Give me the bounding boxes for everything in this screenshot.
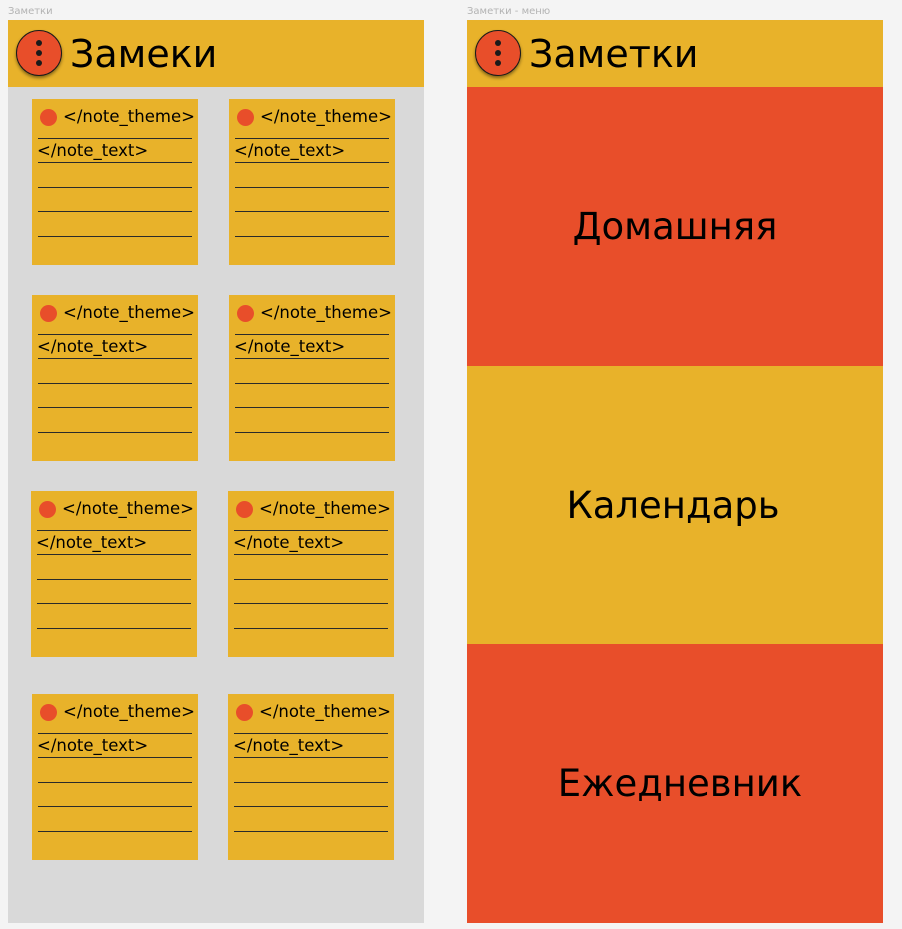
note-text: </note_text> — [37, 141, 149, 160]
note-line — [235, 358, 389, 359]
note-line — [234, 757, 388, 758]
menu-item-label: Домашняя — [572, 205, 778, 248]
note-theme: </note_theme> — [259, 499, 391, 518]
note-color-dot — [236, 501, 253, 518]
note-line — [234, 579, 388, 580]
note-color-dot — [236, 704, 253, 721]
note-theme: </note_theme> — [62, 499, 194, 518]
note-line — [38, 407, 192, 408]
notes-screen: Замеки </note_theme> </note_text> </note… — [8, 20, 424, 923]
note-color-dot — [40, 704, 57, 721]
note-line — [235, 187, 389, 188]
menu-screen: Заметки Домашняя Календарь Ежедневник — [467, 20, 883, 923]
note-text: </note_text> — [233, 736, 345, 755]
note-text: </note_text> — [234, 141, 346, 160]
menu-item-calendar[interactable]: Календарь — [467, 366, 883, 645]
note-card[interactable]: </note_theme> </note_text> — [229, 99, 395, 265]
note-line — [235, 211, 389, 212]
divider — [38, 733, 192, 734]
note-line — [38, 383, 192, 384]
note-line — [235, 162, 389, 163]
note-line — [235, 432, 389, 433]
menu-button[interactable] — [16, 30, 62, 76]
note-line — [38, 782, 192, 783]
note-theme: </note_theme> — [63, 303, 195, 322]
note-theme: </note_theme> — [260, 107, 392, 126]
note-card[interactable]: </note_theme> </note_text> — [228, 491, 394, 657]
note-line — [38, 162, 192, 163]
divider — [235, 138, 389, 139]
menu-button[interactable] — [475, 30, 521, 76]
app-title: Замеки — [70, 32, 218, 76]
more-vertical-icon — [495, 40, 501, 66]
divider — [234, 530, 388, 531]
note-card[interactable]: </note_theme> </note_text> — [32, 694, 198, 860]
note-line — [37, 579, 191, 580]
more-vertical-icon — [36, 40, 42, 66]
note-line — [37, 554, 191, 555]
note-line — [234, 554, 388, 555]
divider — [37, 530, 191, 531]
note-line — [38, 236, 192, 237]
note-line — [38, 757, 192, 758]
note-line — [234, 806, 388, 807]
note-line — [234, 831, 388, 832]
note-line — [38, 211, 192, 212]
note-line — [38, 831, 192, 832]
note-color-dot — [39, 501, 56, 518]
menu-item-home[interactable]: Домашняя — [467, 87, 883, 366]
note-color-dot — [237, 109, 254, 126]
divider — [38, 334, 192, 335]
note-card[interactable]: </note_theme> </note_text> — [32, 295, 198, 461]
app-bar: Заметки — [467, 20, 883, 87]
menu-item-label: Ежедневник — [557, 762, 803, 805]
note-color-dot — [40, 109, 57, 126]
note-line — [235, 407, 389, 408]
note-color-dot — [40, 305, 57, 322]
note-theme: </note_theme> — [63, 702, 195, 721]
note-card[interactable]: </note_theme> </note_text> — [228, 694, 394, 860]
app-bar: Замеки — [8, 20, 424, 87]
note-theme: </note_theme> — [260, 303, 392, 322]
app-title: Заметки — [529, 32, 699, 76]
note-text: </note_text> — [37, 337, 149, 356]
menu-item-label: Календарь — [566, 484, 780, 527]
note-line — [234, 603, 388, 604]
note-line — [234, 628, 388, 629]
frame-label-notes: Заметки — [8, 6, 53, 17]
note-line — [235, 383, 389, 384]
note-theme: </note_theme> — [259, 702, 391, 721]
note-line — [38, 432, 192, 433]
menu-item-diary[interactable]: Ежедневник — [467, 644, 883, 923]
note-text: </note_text> — [36, 533, 148, 552]
divider — [38, 138, 192, 139]
note-line — [37, 628, 191, 629]
note-line — [37, 603, 191, 604]
note-text: </note_text> — [37, 736, 149, 755]
note-line — [38, 187, 192, 188]
note-card[interactable]: </note_theme> </note_text> — [229, 295, 395, 461]
note-line — [38, 806, 192, 807]
note-line — [234, 782, 388, 783]
note-text: </note_text> — [234, 337, 346, 356]
note-text: </note_text> — [233, 533, 345, 552]
note-line — [38, 358, 192, 359]
divider — [234, 733, 388, 734]
note-card[interactable]: </note_theme> </note_text> — [31, 491, 197, 657]
note-card[interactable]: </note_theme> </note_text> — [32, 99, 198, 265]
divider — [235, 334, 389, 335]
frame-label-menu: Заметки - меню — [467, 6, 551, 17]
note-color-dot — [237, 305, 254, 322]
note-theme: </note_theme> — [63, 107, 195, 126]
note-line — [235, 236, 389, 237]
